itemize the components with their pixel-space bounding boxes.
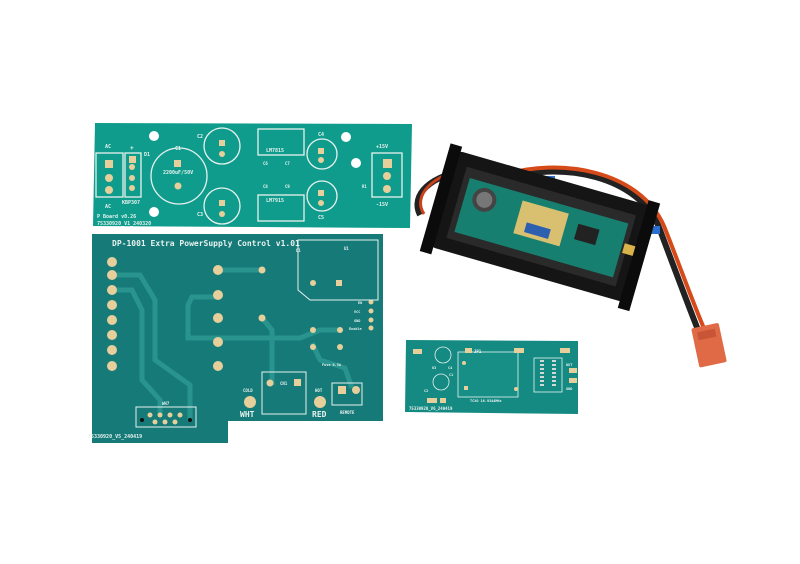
- label-version: P Board v0.26: [97, 214, 136, 220]
- tcxo-board: JP1 U3 C4 C1 C2 TCXO 16.9344MHz OUT GND …: [405, 340, 578, 414]
- label-reg-pos: LM7815: [266, 148, 284, 154]
- label-c6: C6: [263, 161, 268, 166]
- control-board-title: DP-1001 Extra PowerSupply Control v1.01: [112, 239, 300, 248]
- label-bridge: KBP307: [122, 200, 140, 206]
- label-u3: U3: [432, 366, 436, 370]
- label-connector: WH7: [162, 401, 170, 406]
- label-r1: R1: [362, 184, 367, 189]
- pin-label: Enable: [349, 327, 362, 331]
- label-serial: 75330920_V6_240419: [409, 406, 453, 411]
- label-c7: C7: [285, 161, 290, 166]
- label-ac-top: AC: [105, 144, 111, 150]
- label-tcxo: TCXO 16.9344MHz: [470, 399, 502, 403]
- label-fuse: Fuse 0.5A: [322, 363, 342, 367]
- label-c1: C1: [175, 146, 181, 152]
- label-out-pos: +15V: [376, 144, 388, 150]
- label-ac-bottom: AC: [105, 204, 111, 210]
- label-cn1: CN1: [280, 381, 288, 386]
- label-out-neg: -15V: [376, 202, 388, 208]
- label-c2: C2: [424, 389, 428, 393]
- label-cold: COLD: [243, 388, 253, 393]
- label-q1: Q1: [296, 248, 301, 253]
- label-c5: C5: [318, 215, 324, 221]
- label-c8: C8: [263, 184, 268, 189]
- tcxo-module: [513, 200, 569, 247]
- label-c4: C4: [318, 132, 324, 138]
- label-u1: U1: [344, 246, 349, 251]
- label-gnd: GND: [566, 387, 572, 391]
- label-red: RED: [312, 410, 327, 419]
- label-c1-value: 2200uF/50V: [163, 170, 193, 176]
- label-c3: C3: [197, 212, 203, 218]
- enclosure: [419, 143, 661, 312]
- pin-label: EN: [358, 301, 362, 305]
- pin-label: VCC: [354, 310, 360, 314]
- tcxo-footprint: [457, 351, 519, 398]
- control-board: DP-1001 Extra PowerSupply Control v1.01 …: [88, 234, 383, 443]
- label-c2: C2: [197, 134, 203, 140]
- label-jp1: JP1: [474, 349, 482, 354]
- label-d1: D1: [144, 152, 150, 158]
- label-serial: 75330920_V1_240320: [97, 221, 151, 227]
- label-c9: C9: [285, 184, 290, 189]
- jst-connector: [691, 323, 727, 368]
- label-remote: REMOTE: [340, 410, 355, 415]
- power-board: AC AC + D1 KBP307 C1 2200uF/50V C2 C3 C4…: [93, 123, 412, 228]
- label-wht: WHT: [240, 410, 255, 419]
- label-plus: +: [130, 145, 134, 152]
- pin-label: GND: [354, 319, 360, 323]
- label-c4: C4: [448, 366, 452, 370]
- label-hot: HOT: [315, 388, 323, 393]
- label-serial: 75330920_V5_240419: [88, 434, 142, 440]
- label-reg-neg: LM7915: [266, 198, 284, 204]
- label-out: OUT: [566, 363, 572, 367]
- cable-tie: [650, 226, 660, 234]
- label-c1: C1: [449, 373, 453, 377]
